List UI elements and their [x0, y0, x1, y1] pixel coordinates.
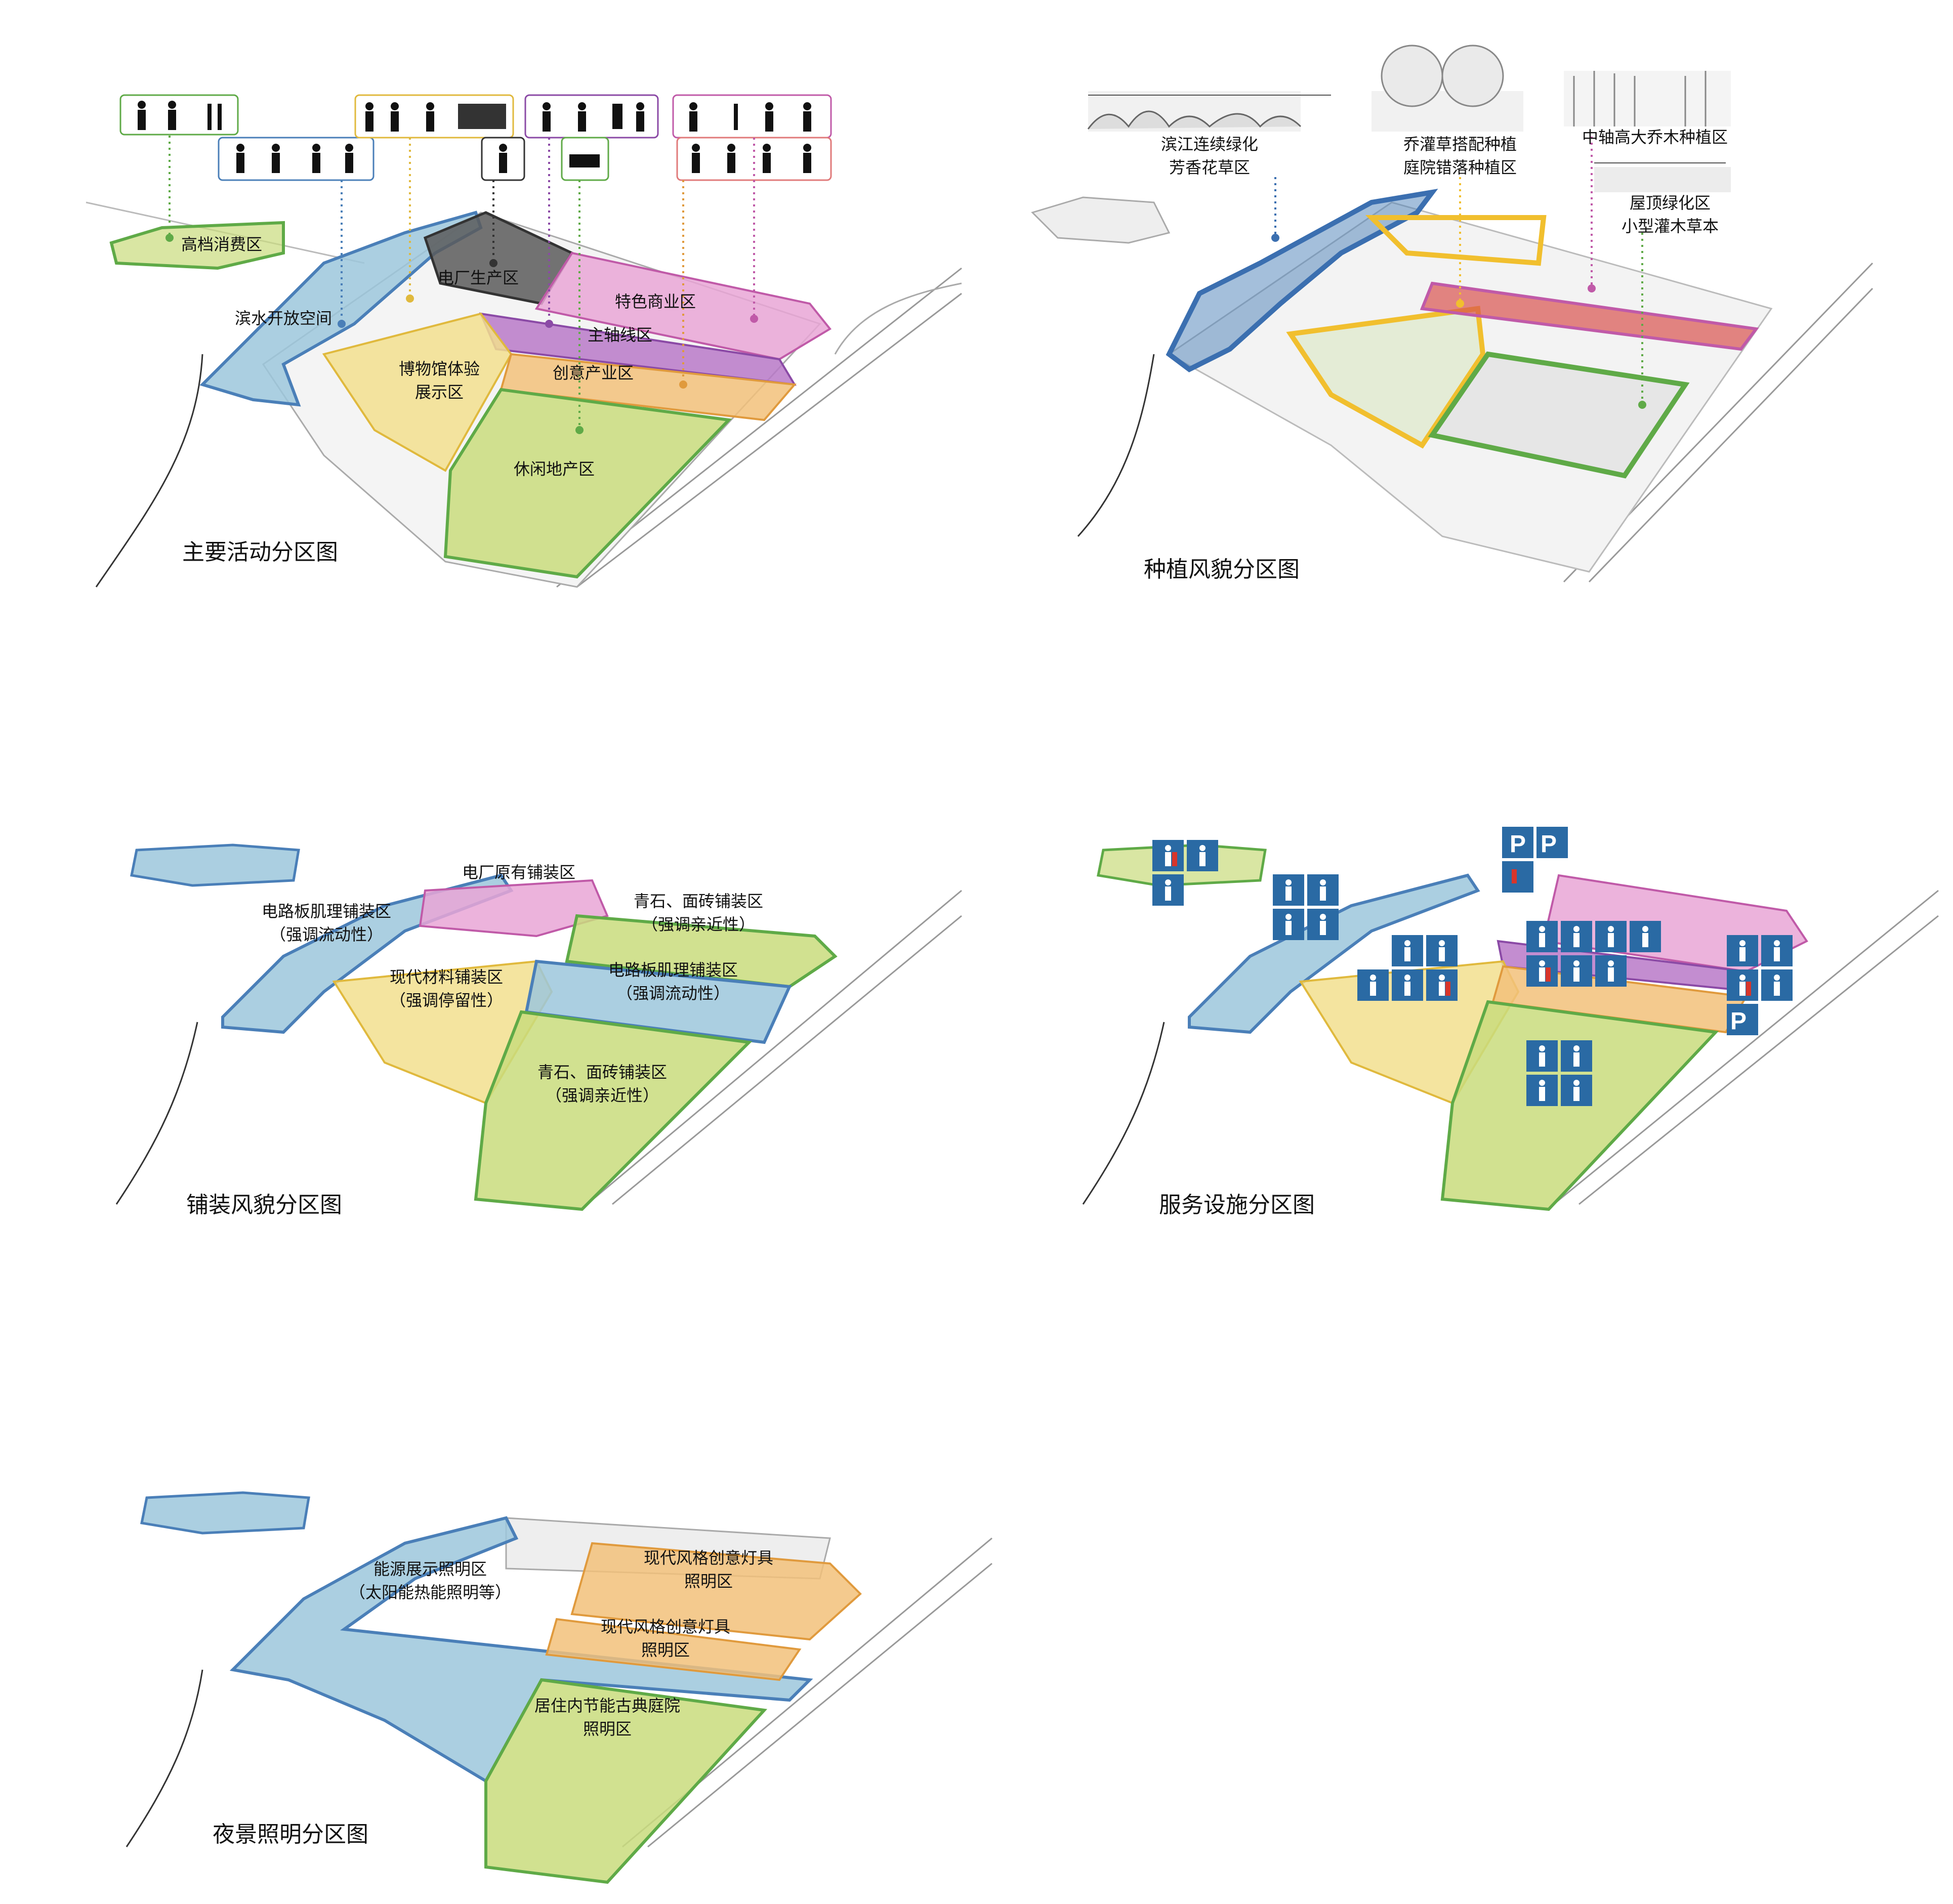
label-axis: 主轴线区 [588, 325, 652, 345]
label-modern-top-2: 照明区 [684, 1572, 733, 1591]
label-modern-top-1: 现代风格创意灯具 [644, 1548, 773, 1568]
label-creative: 创意产业区 [553, 363, 634, 383]
label-roof-2: 小型灌木草本 [1622, 217, 1719, 236]
label-modern-mid-1: 现代风格创意灯具 [601, 1617, 730, 1636]
label-river-2: 芳香花草区 [1169, 158, 1250, 177]
label-leisure: 休闲地产区 [514, 459, 595, 479]
label-circuit-right-1: 电路板肌理铺装区 [608, 960, 738, 980]
panel-paving: 电厂原有铺装区 电路板肌理铺装区 （强调流动性） 青石、面砖铺装区 （强调亲近性… [0, 789, 977, 1295]
title-activity: 主要活动分区图 [182, 539, 338, 565]
label-axis-trees: 中轴高大乔木种植区 [1582, 128, 1728, 147]
panel-planting: 滨江连续绿化 芳香花草区 乔灌草搭配种植 庭院错落种植区 中轴高大乔木种植区 屋… [977, 0, 1953, 607]
label-shrub-1: 乔灌草搭配种植 [1403, 135, 1517, 154]
parking-sign-2: P [1541, 831, 1557, 858]
planting-map: 滨江连续绿化 芳香花草区 乔灌草搭配种植 庭院错落种植区 中轴高大乔木种植区 屋… [1031, 45, 1874, 583]
label-stone-bottom-2: （强调亲近性） [546, 1086, 659, 1105]
label-circuit-right-2: （强调流动性） [616, 984, 730, 1003]
service-map: P P P 服务设施分区图 [1082, 827, 1939, 1218]
title-service: 服务设施分区图 [1159, 1192, 1315, 1218]
label-shrub-2: 庭院错落种植区 [1403, 158, 1517, 177]
panel-lighting: 能源展示照明区 （太阳能热能照明等） 现代风格创意灯具 照明区 现代风格创意灯具… [0, 1437, 992, 1892]
label-museum-1: 博物馆体验 [399, 359, 480, 378]
activity-map: 高档消费区 滨水开放空间 电厂生产区 特色商业区 主轴线区 博物馆体验 展示区 … [86, 94, 962, 588]
panel-activity: 高档消费区 滨水开放空间 电厂生产区 特色商业区 主轴线区 博物馆体验 展示区 … [0, 0, 977, 607]
label-circuit-left-1: 电路板肌理铺装区 [262, 902, 391, 921]
label-stone-top-1: 青石、面砖铺装区 [634, 892, 763, 911]
parking-sign-3: P [1730, 1008, 1747, 1035]
title-paving: 铺装风貌分区图 [186, 1192, 342, 1218]
label-circuit-left-2: （强调流动性） [270, 925, 383, 944]
label-classical-2: 照明区 [583, 1719, 632, 1739]
label-stone-bottom-1: 青石、面砖铺装区 [537, 1063, 667, 1082]
paving-map: 电厂原有铺装区 电路板肌理铺装区 （强调流动性） 青石、面砖铺装区 （强调亲近性… [115, 843, 962, 1218]
label-energy-2: （太阳能热能照明等） [349, 1583, 511, 1602]
label-roof-1: 屋顶绿化区 [1630, 193, 1711, 213]
label-commerce: 特色商业区 [615, 292, 696, 311]
lighting-map: 能源展示照明区 （太阳能热能照明等） 现代风格创意灯具 照明区 现代风格创意灯具… [126, 1491, 992, 1884]
parking-sign-1: P [1510, 831, 1526, 858]
panel-service: P P P 服务设施分区图 [977, 789, 1953, 1295]
label-waterfront: 滨水开放空间 [235, 309, 332, 328]
label-stone-top-2: （强调亲近性） [642, 915, 755, 934]
label-river-1: 滨江连续绿化 [1161, 135, 1258, 154]
label-modern-1: 现代材料铺装区 [390, 967, 503, 987]
title-planting: 种植风貌分区图 [1144, 557, 1300, 582]
label-classical-1: 居住内节能古典庭院 [534, 1696, 680, 1715]
label-power: 电厂生产区 [438, 268, 519, 287]
label-original: 电厂原有铺装区 [462, 863, 575, 882]
label-modern-mid-2: 照明区 [641, 1640, 690, 1660]
title-lighting: 夜景照明分区图 [213, 1822, 368, 1847]
label-luxury: 高档消费区 [181, 235, 262, 254]
label-modern-2: （强调停留性） [390, 991, 503, 1010]
label-museum-2: 展示区 [415, 383, 464, 402]
label-energy-1: 能源展示照明区 [373, 1559, 487, 1579]
